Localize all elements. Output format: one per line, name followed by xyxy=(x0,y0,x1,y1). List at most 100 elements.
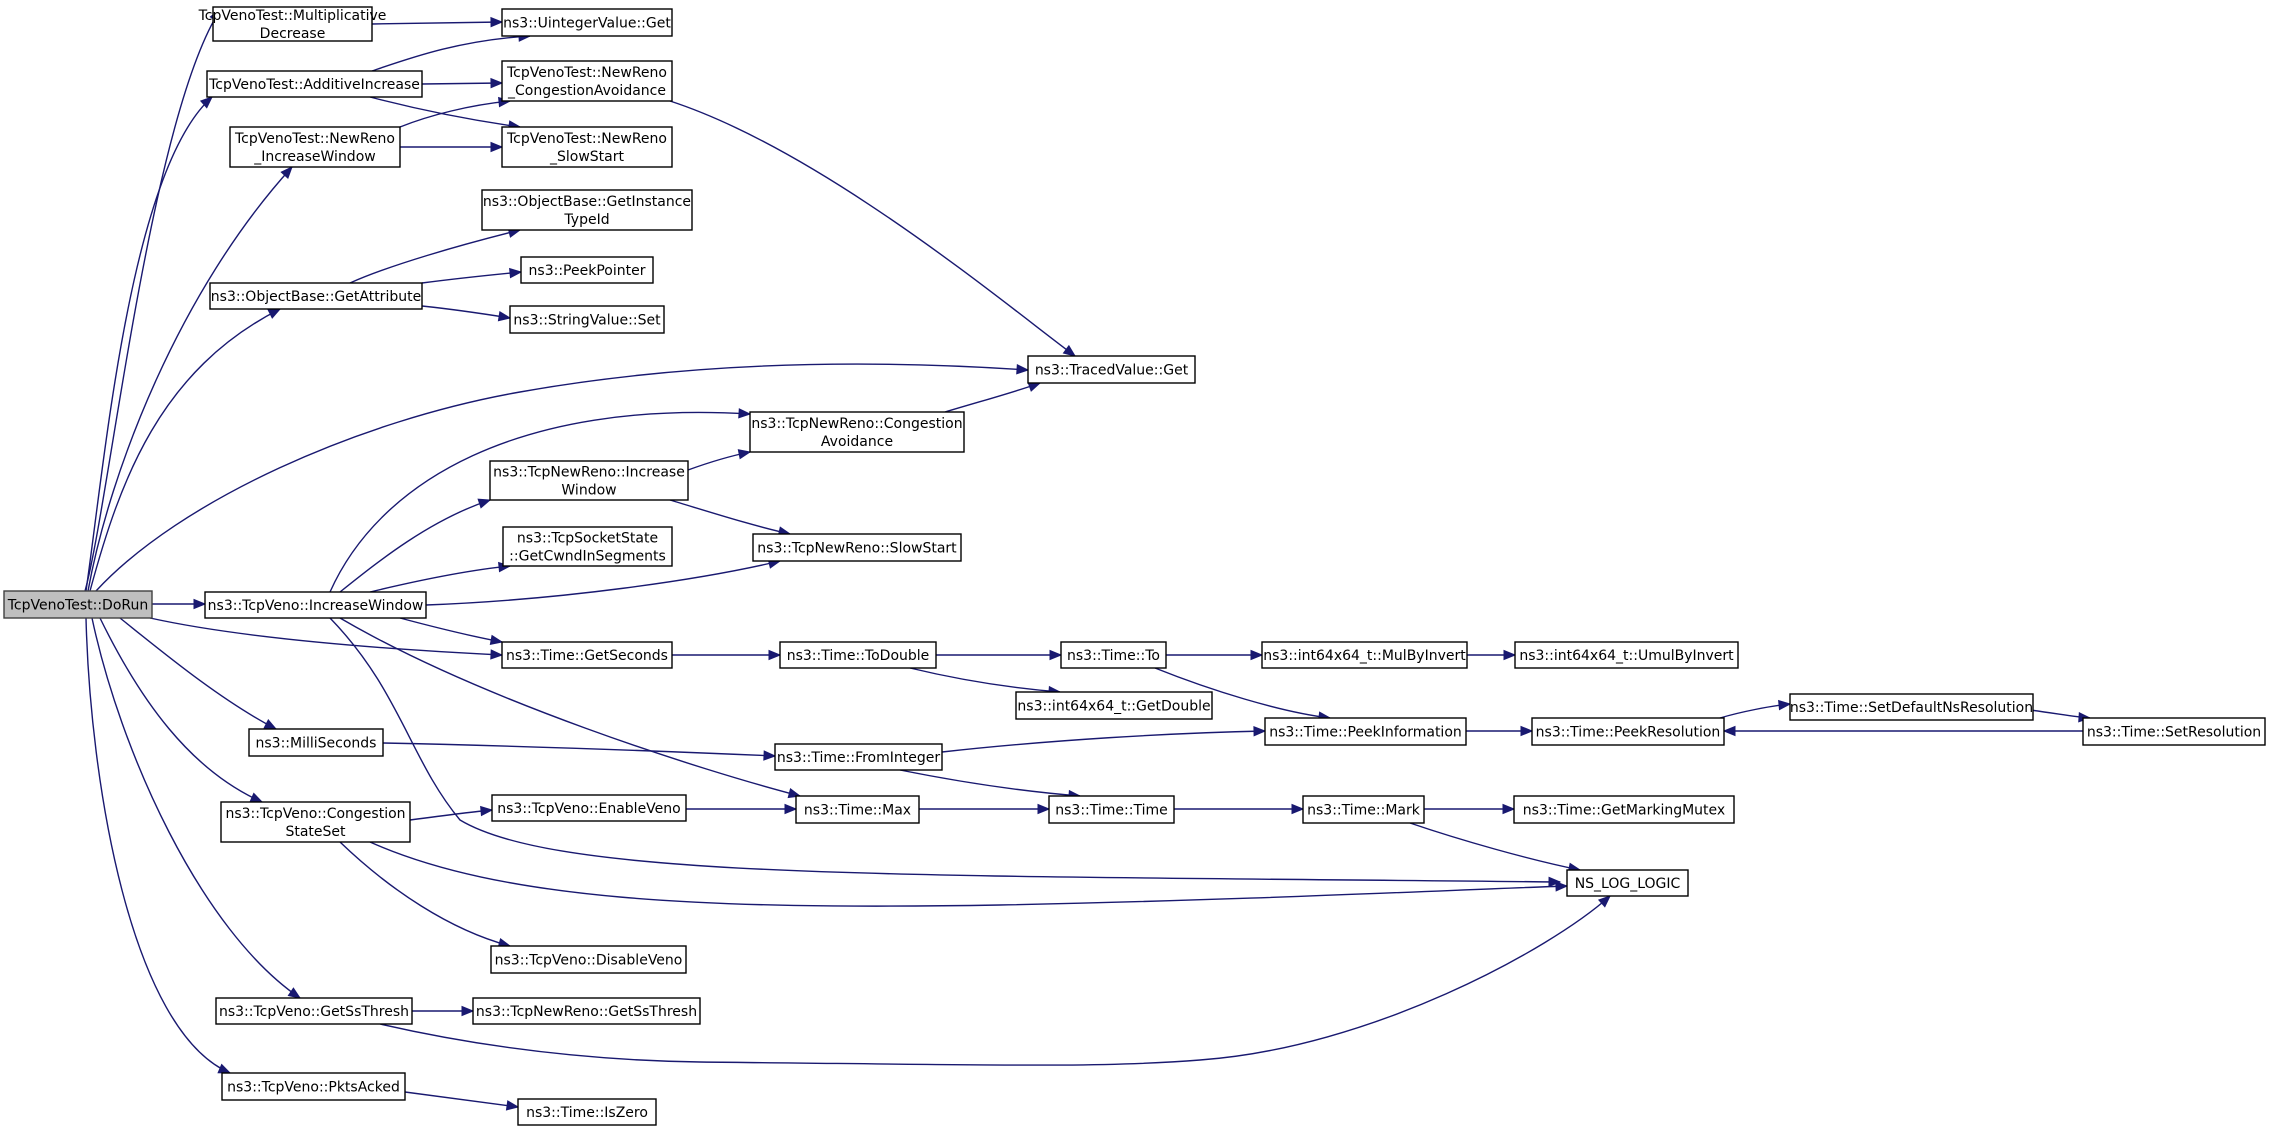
edge-arrowhead xyxy=(1520,725,1534,737)
node-label: TcpVenoTest::AdditiveIncrease xyxy=(208,77,420,93)
node-tnriw[interactable]: ns3::TcpNewReno::IncreaseWindow xyxy=(489,460,689,501)
edge-line xyxy=(99,617,263,803)
node-dorun[interactable]: TcpVenoTest::DoRun xyxy=(3,590,153,619)
edge-dorun-to-nriw xyxy=(87,166,293,592)
edge-vinc-to-nslog xyxy=(329,617,1562,888)
edge-getattr-to-strset xyxy=(421,305,512,322)
node-millisec[interactable]: ns3::MilliSeconds xyxy=(248,728,384,757)
node-label: ns3::int64x64_t::MulByInvert xyxy=(1263,648,1466,664)
node-mulbyinv[interactable]: ns3::int64x64_t::MulByInvert xyxy=(1261,641,1468,669)
edge-line xyxy=(85,96,213,592)
edge-tmark-to-nslog xyxy=(1409,822,1582,873)
node-peekinfo[interactable]: ns3::Time::PeekInformation xyxy=(1264,717,1467,746)
node-vgetss[interactable]: ns3::TcpVeno::GetSsThresh xyxy=(215,997,413,1025)
node-label: ::GetCwndInSegments xyxy=(509,549,666,565)
edge-line xyxy=(941,730,1266,753)
node-vinc[interactable]: ns3::TcpVeno::IncreaseWindow xyxy=(204,591,427,619)
node-timeto[interactable]: ns3::Time::To xyxy=(1060,641,1167,669)
node-nrss[interactable]: TcpVenoTest::NewReno_SlowStart xyxy=(501,126,673,168)
edge-enveno-to-tmax xyxy=(686,803,798,815)
edge-vinc-to-getsec xyxy=(399,617,504,646)
node-box xyxy=(774,743,943,771)
node-addinc[interactable]: TcpVenoTest::AdditiveIncrease xyxy=(206,70,423,98)
node-getdouble[interactable]: ns3::int64x64_t::GetDouble xyxy=(1015,691,1213,720)
edge-arrowhead xyxy=(489,634,504,646)
node-disveno[interactable]: ns3::TcpVeno::DisableVeno xyxy=(490,945,687,974)
node-ttime[interactable]: ns3::Time::Time xyxy=(1048,795,1175,824)
edge-arrowhead xyxy=(768,649,782,661)
edge-line xyxy=(369,96,521,128)
node-tmark[interactable]: ns3::Time::Mark xyxy=(1302,795,1425,824)
node-box xyxy=(502,526,673,567)
node-label: ns3::Time::PeekInformation xyxy=(1269,725,1462,741)
edge-line xyxy=(399,100,511,128)
node-nriw[interactable]: TcpVenoTest::NewReno_IncreaseWindow xyxy=(229,126,401,168)
node-setdefres[interactable]: ns3::Time::SetDefaultNsResolution xyxy=(1789,693,2034,721)
node-peekres[interactable]: ns3::Time::PeekResolution xyxy=(1531,717,1725,746)
node-nrca[interactable]: TcpVenoTest::NewReno_CongestionAvoidance xyxy=(501,60,673,102)
node-box xyxy=(215,997,413,1025)
node-strset[interactable]: ns3::StringValue::Set xyxy=(509,305,665,334)
edge-todouble-to-timeto xyxy=(936,649,1063,661)
edge-line xyxy=(899,769,1081,797)
edge-fromint-to-peekinfo xyxy=(941,725,1267,753)
node-nrgetss[interactable]: ns3::TcpNewReno::GetSsThresh xyxy=(472,997,701,1025)
node-peekptr[interactable]: ns3::PeekPointer xyxy=(520,256,654,284)
node-box xyxy=(517,1098,657,1126)
node-label: ns3::Time::GetMarkingMutex xyxy=(1523,803,1725,819)
edge-line xyxy=(371,35,531,72)
node-fromint[interactable]: ns3::Time::FromInteger xyxy=(774,743,943,771)
node-nslog[interactable]: NS_LOG_LOGIC xyxy=(1566,869,1689,897)
node-label: _IncreaseWindow xyxy=(253,149,375,165)
node-box xyxy=(1302,795,1425,824)
node-box xyxy=(501,641,673,669)
edge-cstate-to-enveno xyxy=(409,805,494,821)
edge-arrowhead xyxy=(497,311,512,322)
edge-setdefres-to-setres xyxy=(2029,709,2092,723)
edge-mulbyinv-to-umulbyinv xyxy=(1467,649,1517,661)
node-label: TcpVenoTest::NewReno xyxy=(506,65,667,81)
node-uintget[interactable]: ns3::UintegerValue::Get xyxy=(501,8,673,37)
edge-arrowhead xyxy=(249,792,264,803)
node-box xyxy=(206,70,423,98)
edge-arrowhead xyxy=(784,803,798,815)
edge-arrowhead xyxy=(199,96,213,109)
edge-tmark-to-markmutex xyxy=(1424,803,1516,815)
node-label: ns3::TcpVeno::EnableVeno xyxy=(497,801,680,817)
node-pktsacked[interactable]: ns3::TcpVeno::PktsAcked xyxy=(221,1072,406,1101)
node-cwndseg[interactable]: ns3::TcpSocketState::GetCwndInSegments xyxy=(502,526,673,567)
node-label: ns3::Time::To xyxy=(1067,648,1160,664)
node-label: ns3::Time::Time xyxy=(1055,803,1167,819)
node-box xyxy=(221,1072,406,1101)
edges-layer xyxy=(84,8,2092,1111)
node-todouble[interactable]: ns3::Time::ToDouble xyxy=(779,641,937,669)
node-box xyxy=(795,795,920,824)
node-setres[interactable]: ns3::Time::SetResolution xyxy=(2082,717,2266,746)
node-tmax[interactable]: ns3::Time::Max xyxy=(795,795,920,824)
node-getattr[interactable]: ns3::ObjectBase::GetAttribute xyxy=(209,282,423,310)
node-tnrss[interactable]: ns3::TcpNewReno::SlowStart xyxy=(752,533,962,562)
edge-dorun-to-getsec xyxy=(149,617,504,660)
node-iszero[interactable]: ns3::Time::IsZero xyxy=(517,1098,657,1126)
node-enveno[interactable]: ns3::TcpVeno::EnableVeno xyxy=(491,794,687,822)
node-box xyxy=(501,126,673,168)
edge-arrowhead xyxy=(287,987,302,999)
node-umulbyinv[interactable]: ns3::int64x64_t::UmulByInvert xyxy=(1514,641,1739,669)
node-label: Window xyxy=(561,483,616,499)
node-box xyxy=(212,6,373,42)
node-label: ns3::UintegerValue::Get xyxy=(503,16,671,32)
edge-arrowhead xyxy=(737,449,752,460)
edge-line xyxy=(421,82,503,85)
edge-arrowhead xyxy=(461,1005,475,1017)
node-tnrca[interactable]: ns3::TcpNewReno::CongestionAvoidance xyxy=(749,411,965,453)
node-markmutex[interactable]: ns3::Time::GetMarkingMutex xyxy=(1513,795,1735,824)
edge-arrowhead xyxy=(490,649,504,660)
node-box xyxy=(1566,869,1689,897)
node-tracedget[interactable]: ns3::TracedValue::Get xyxy=(1027,355,1196,384)
edge-dorun-to-vinc xyxy=(152,598,207,610)
edge-arrowhead xyxy=(509,267,523,279)
node-getsec[interactable]: ns3::Time::GetSeconds xyxy=(501,641,673,669)
